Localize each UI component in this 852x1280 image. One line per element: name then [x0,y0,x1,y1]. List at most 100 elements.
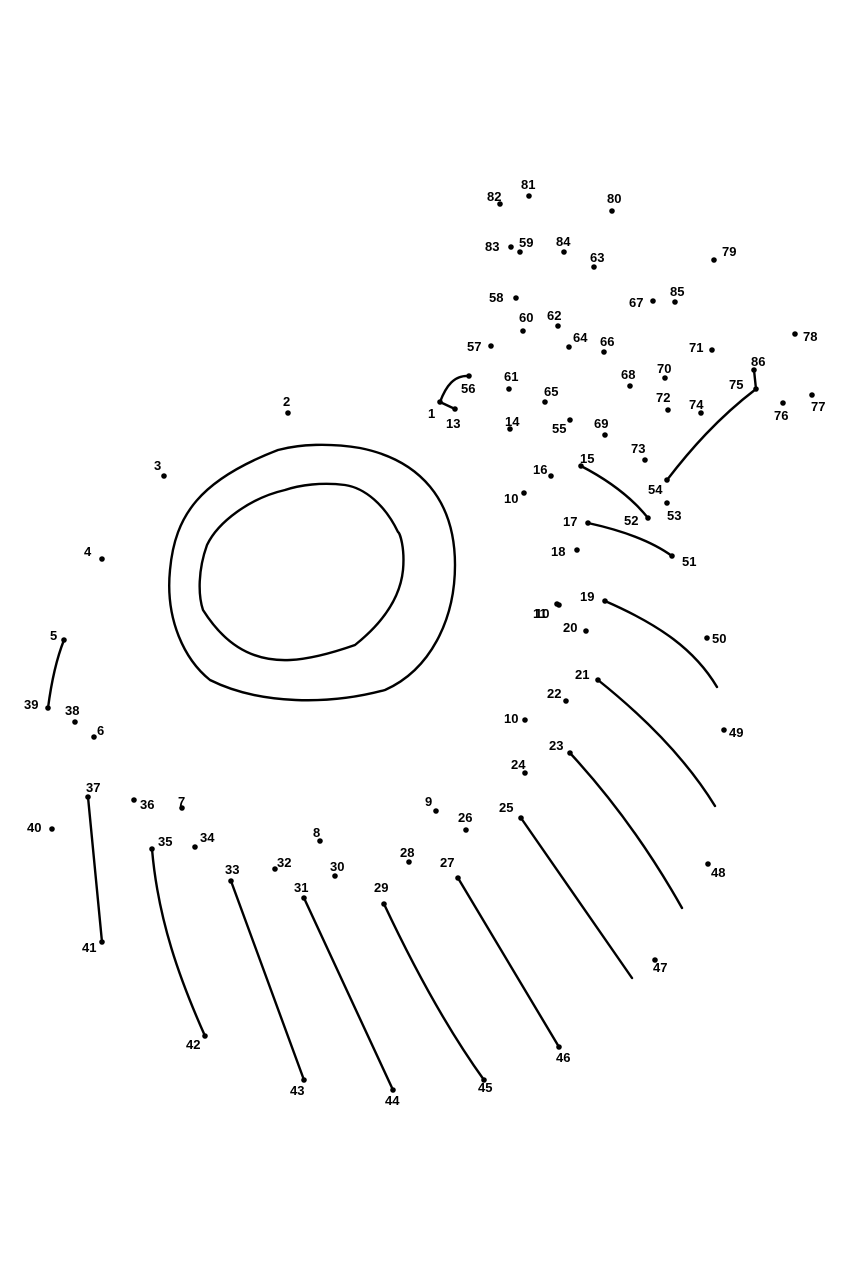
guide-line-54-75 [665,387,758,482]
dot-number-label: 50 [712,631,726,646]
dot-marker [517,249,523,255]
dot-number-label: 82 [487,189,501,204]
dot-marker [662,375,668,381]
dot-number-label: 56 [461,381,475,396]
dot-marker [556,1044,562,1050]
dot-number-label: 18 [551,544,565,559]
dot-number-label: 60 [519,310,533,325]
dot-number-label: 5 [50,628,57,643]
dot-marker [481,1077,487,1083]
dot-marker [652,957,658,963]
dot-number-label: 55 [552,421,566,436]
dot-number-label: 38 [65,703,79,718]
guide-line-21-49 [596,678,717,808]
dot-marker [601,349,607,355]
dot-marker [585,520,591,526]
dot-number-label: 24 [511,757,526,772]
dot-marker [452,406,458,412]
guide-line-35-42 [150,847,207,1038]
dot-number-label: 15 [580,451,594,466]
dot-number-label: 83 [485,239,499,254]
dot-marker [567,417,573,423]
dot-marker [578,463,584,469]
dot-number-label: 10 [504,491,518,506]
dot-number-label: 70 [657,361,671,376]
dot-marker [179,805,185,811]
dot-number-label: 2 [283,394,290,409]
dot-number-label: 7 [178,794,185,809]
dot-marker [602,598,608,604]
shell-inner-ring [198,482,405,662]
dot-marker [591,264,597,270]
dot-number-label: 81 [521,177,535,192]
dot-marker [556,602,562,608]
dot-number-label: 28 [400,845,414,860]
guide-line-1-56 [438,374,471,404]
dot-number-label: 48 [711,865,725,880]
dot-marker [522,770,528,776]
dot-number-label: 17 [563,514,577,529]
dot-number-label: 80 [607,191,621,206]
dot-marker [507,426,513,432]
dot-number-label: 39 [24,697,38,712]
dot-marker [228,878,234,884]
dot-marker [645,515,651,521]
guide-line-15-52 [579,464,650,520]
dot-number-label: 37 [86,780,100,795]
dot-number-label: 53 [667,508,681,523]
dot-marker [433,808,439,814]
dot-number-label: 33 [225,862,239,877]
dot-marker [563,698,569,704]
dot-marker [518,815,524,821]
dot-marker [91,734,97,740]
dot-number-label: 19 [580,589,594,604]
dot-marker [548,473,554,479]
dot-number-label: 21 [575,667,589,682]
dot-marker [583,628,589,634]
guide-line-5-39 [46,638,66,710]
dot-marker [455,875,461,881]
dot-marker [542,399,548,405]
dot-marker [381,901,387,907]
dot-marker [488,343,494,349]
dot-marker [809,392,815,398]
dot-number-label: 63 [590,250,604,265]
dot-marker [751,367,757,373]
dot-number-label: 61 [504,369,518,384]
dot-marker [698,410,704,416]
shell-outer-ring [168,443,457,702]
dot-number-label: 30 [330,859,344,874]
dot-marker [497,201,503,207]
dot-number-label: 59 [519,235,533,250]
dot-marker [650,298,656,304]
dot-marker [602,432,608,438]
dot-number-label: 26 [458,810,472,825]
dot-number-label: 66 [600,334,614,349]
dot-number-label: 65 [544,384,558,399]
dot-marker [85,794,91,800]
dot-marker [642,457,648,463]
dot-number-label: 1 [428,406,435,421]
dot-number-label: 14 [505,414,520,429]
dot-marker [513,295,519,301]
dot-marker [566,344,572,350]
dot-marker [301,895,307,901]
dot-number-label: 67 [629,295,643,310]
dot-marker [627,383,633,389]
dot-number-label: 85 [670,284,684,299]
dot-number-label: 42 [186,1037,200,1052]
dot-number-label: 75 [729,377,743,392]
dot-number-label: 23 [549,738,563,753]
dot-number-label: 35 [158,834,172,849]
guide-line-27-46 [456,876,561,1049]
dot-marker [780,400,786,406]
guide-line-37-41 [86,795,104,944]
dot-number-label: 74 [689,397,704,412]
dot-number-label: 25 [499,800,513,815]
dot-marker [45,705,51,711]
dot-number-label: 45 [478,1080,492,1095]
guide-line-31-44 [302,896,395,1092]
dot-number-label: 10 [535,606,549,621]
